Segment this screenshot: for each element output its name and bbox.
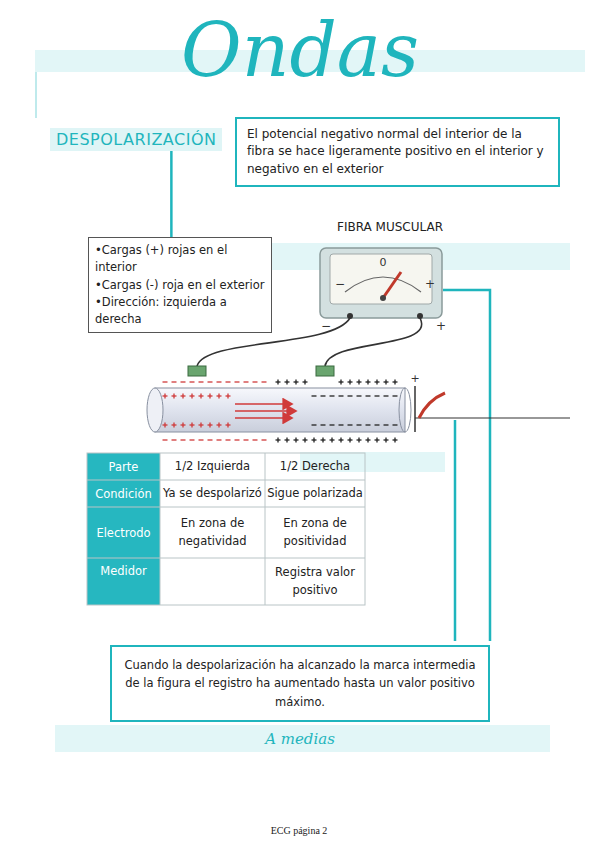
table-cell: Registra valor positivo: [269, 558, 361, 605]
node-text: El potencial negativo normal del interio…: [247, 126, 548, 178]
page-footer: ECG página 2: [219, 822, 379, 838]
terminal-sign: −: [320, 319, 332, 333]
node-text: •Cargas (-) roja en el exterior: [95, 277, 265, 294]
table-header: Parte: [87, 453, 160, 480]
axis-sign: +: [409, 371, 421, 385]
note-box: Cuando la despolarización ha alcanzado l…: [110, 645, 490, 722]
table-cell: En zona de negatividad: [164, 507, 261, 558]
table-header: Electrodo: [87, 507, 160, 558]
table-cell: 1/2 Izquierda: [160, 453, 265, 480]
node-text: •Cargas (+) rojas en el interior: [95, 242, 265, 277]
bullet-box: •Cargas (+) rojas en el interior•Cargas …: [88, 237, 272, 333]
terminal-sign: +: [435, 319, 447, 333]
table-cell: Sigue polarizada: [265, 480, 365, 507]
node-text: DESPOLARIZACIÓN: [56, 130, 216, 149]
meter-sign: −: [334, 277, 346, 291]
meter-sign: +: [424, 277, 436, 291]
leader-line: [170, 151, 173, 237]
definition-box: El potencial negativo normal del interio…: [235, 117, 560, 187]
table-cell: 1/2 Derecha: [265, 453, 365, 480]
figure-title: FIBRA MUSCULAR: [330, 219, 450, 235]
node-text: Cuando la despolarización ha alcanzado l…: [122, 656, 478, 711]
scale-mark: 0: [376, 255, 390, 269]
table-cell: Ya se despolarizó: [160, 480, 265, 507]
table-header: Medidor: [87, 558, 160, 605]
section-heading: A medias: [200, 727, 400, 751]
node-text: •Dirección: izquierda a derecha: [95, 294, 265, 329]
table-header: Condición: [87, 480, 160, 507]
page-title: Ondas: [130, 0, 470, 100]
section-heading: DESPOLARIZACIÓN: [50, 128, 222, 151]
table-cell: En zona de positividad: [269, 507, 361, 558]
